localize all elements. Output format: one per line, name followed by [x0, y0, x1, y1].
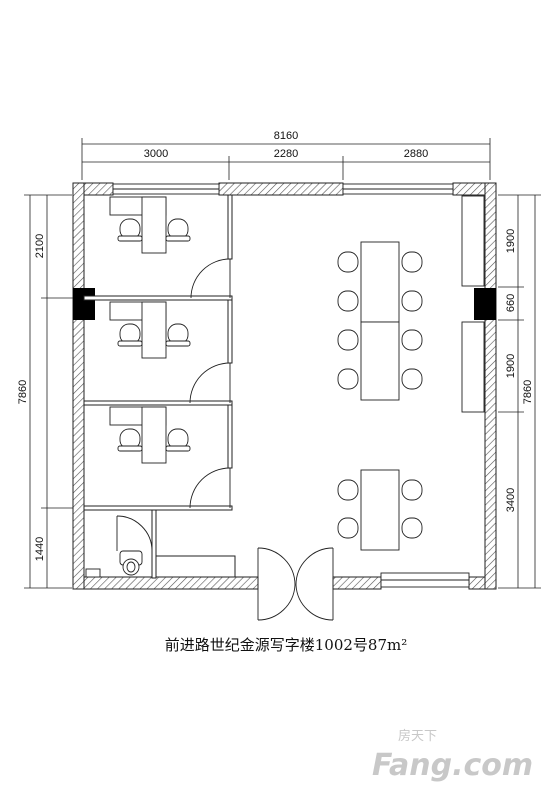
bottom-window: [380, 572, 470, 588]
entrance-double-door: [257, 547, 334, 621]
dim-left-segment-1: 2100: [34, 234, 46, 258]
office-3-furniture: [109, 406, 191, 464]
dim-right-total: 7860: [522, 380, 534, 404]
dim-overall-width: 8160: [274, 130, 298, 142]
office-1-furniture: [109, 196, 191, 254]
dim-right-segment-2: 660: [505, 294, 517, 312]
column-right: [474, 288, 496, 320]
office-doors: [116, 258, 231, 552]
top-windows: [112, 183, 454, 195]
dim-right-segment-1: 1900: [505, 229, 517, 253]
dim-right-segment-4: 3400: [505, 488, 517, 512]
plan-caption: 前进路世纪金源写字楼1002号87m²: [165, 636, 408, 654]
dim-width-2: 2280: [274, 148, 298, 160]
right-wall-cabinets: [461, 195, 485, 413]
watermark-en: Fang.com: [372, 748, 533, 783]
meeting-table-small: [337, 469, 423, 551]
top-dimensions: [81, 138, 491, 180]
dim-left-total: 7860: [17, 380, 29, 404]
meeting-table-large: [337, 241, 423, 401]
watermark: 房天下 Fang.com: [372, 728, 533, 783]
dim-width-1: 3000: [144, 148, 168, 160]
right-dimensions: [498, 194, 541, 589]
left-dimensions: [24, 194, 80, 589]
column-left: [73, 288, 95, 320]
office-2-furniture: [109, 301, 191, 359]
dim-width-3: 2880: [404, 148, 428, 160]
restroom-fixtures: [85, 550, 143, 578]
dim-right-segment-3: 1900: [505, 354, 517, 378]
dim-left-segment-2: 1440: [34, 537, 46, 561]
outer-walls: [72, 182, 497, 590]
watermark-cn: 房天下: [398, 728, 437, 744]
